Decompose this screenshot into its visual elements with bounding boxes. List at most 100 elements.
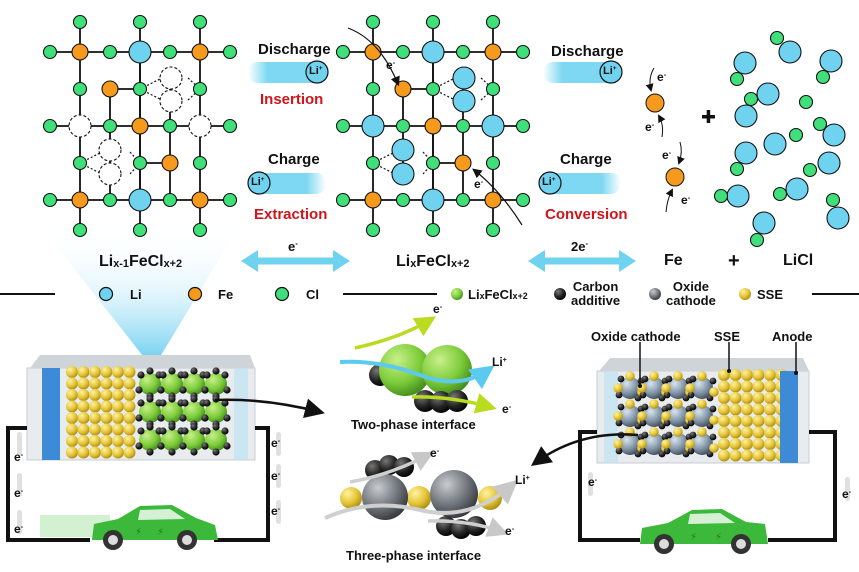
sse-particle — [752, 369, 765, 381]
circuit-electron-label: e- — [271, 504, 281, 518]
licl-cl — [749, 232, 765, 248]
cl-atom — [102, 192, 118, 208]
sse-particle — [752, 426, 765, 439]
insertion-label: Insertion — [260, 91, 324, 108]
sse-particle — [709, 415, 719, 425]
left-circuit-wire — [6, 426, 90, 542]
carbon-particle — [181, 399, 189, 407]
electron-label: e- — [662, 148, 672, 162]
cl-atom — [455, 44, 471, 60]
cl-atom — [425, 14, 441, 30]
sse-particle — [718, 392, 730, 404]
carbon-particle — [682, 450, 690, 458]
sse-particle — [752, 449, 765, 462]
sse-particle — [112, 446, 124, 459]
cl-atom — [515, 118, 531, 134]
lattice-lixm1-fecl — [42, 14, 238, 238]
li-ion-circle — [247, 171, 271, 195]
carbon-particle — [689, 403, 697, 411]
electric-car-right: ⚡ ⚡ — [640, 509, 768, 554]
cl-atom — [42, 192, 58, 208]
carbon-particle — [168, 448, 176, 456]
sse-particle — [718, 403, 730, 416]
sse-particle — [625, 399, 635, 409]
sse-particle — [764, 438, 776, 450]
sse-particle — [741, 438, 753, 450]
carbon-particle — [615, 419, 623, 427]
licl-cl — [815, 69, 831, 85]
legend-oxide-swatch — [649, 288, 661, 300]
carbon-particle — [146, 448, 154, 456]
sse-particle — [112, 366, 124, 378]
cl-atom — [335, 44, 351, 60]
li-ion-circle — [538, 171, 562, 195]
carbon-particle — [212, 367, 220, 375]
licl-li — [734, 104, 758, 128]
carbon-particle — [223, 386, 231, 394]
lixfecl-particle — [139, 429, 161, 451]
sse-particle — [752, 392, 765, 404]
carbon-particle — [641, 375, 649, 383]
lixfecl-particle — [183, 373, 205, 395]
charge-label-1: Charge — [268, 151, 320, 168]
sse-particle — [77, 366, 90, 378]
left-battery-cell — [26, 355, 256, 461]
oxide-particle — [667, 405, 689, 427]
cl-atom — [192, 222, 208, 238]
carbon-particle — [658, 422, 666, 430]
electron-label: e- — [645, 120, 655, 134]
carbon-particle — [663, 391, 671, 399]
li-vacancy — [159, 89, 183, 113]
cl-atom — [455, 192, 471, 208]
sse-particle — [764, 380, 776, 393]
electron-arrow-top — [347, 27, 400, 87]
cl-atom — [222, 192, 238, 208]
sse-particle — [112, 435, 124, 447]
cl-atom — [72, 155, 88, 171]
carbon-particle — [665, 403, 673, 411]
double-arrow-2e — [528, 250, 636, 272]
sse-particle — [100, 412, 113, 424]
li-vacancy — [188, 114, 212, 138]
licl-li — [822, 123, 846, 147]
cl-atom — [395, 44, 411, 60]
oxide-particle — [691, 377, 713, 399]
li-ion-circle — [305, 60, 329, 84]
carbon-particle — [190, 395, 198, 403]
lixfecl-particle — [183, 429, 205, 451]
cl-atom — [335, 118, 351, 134]
two-phase-interface-title: Two-phase interface — [351, 417, 476, 432]
fe-atom — [484, 191, 502, 209]
licl-li — [734, 141, 758, 165]
sse-particle — [752, 403, 765, 416]
sse-particle — [741, 380, 753, 393]
sse-particle — [752, 380, 765, 393]
double-arrow-e — [241, 250, 350, 272]
carbon-particle — [203, 371, 211, 379]
callout-arrow-two-phase — [214, 398, 325, 418]
sse-particle — [100, 366, 113, 378]
oxide-particle — [667, 433, 689, 455]
sse-particle — [123, 446, 136, 459]
li-atom — [391, 162, 415, 186]
licl-cl — [798, 94, 814, 110]
sse-particle — [697, 371, 707, 381]
sse-particle — [123, 423, 136, 436]
electron-arrow — [645, 67, 655, 92]
licl-li — [733, 51, 757, 75]
cl-atom — [395, 192, 411, 208]
legend-fe-swatch — [187, 286, 203, 302]
carbon-particle — [615, 391, 623, 399]
li-atom — [421, 40, 445, 64]
sse-particle — [112, 423, 124, 436]
li-atom — [452, 89, 476, 113]
sse-particle — [613, 439, 623, 449]
sse-particle — [100, 389, 113, 401]
carbon-particle — [223, 442, 231, 450]
sse-particle — [66, 400, 78, 413]
sse-particle — [77, 389, 90, 401]
li-ion-circle — [599, 60, 623, 84]
carbon-particle — [665, 431, 673, 439]
